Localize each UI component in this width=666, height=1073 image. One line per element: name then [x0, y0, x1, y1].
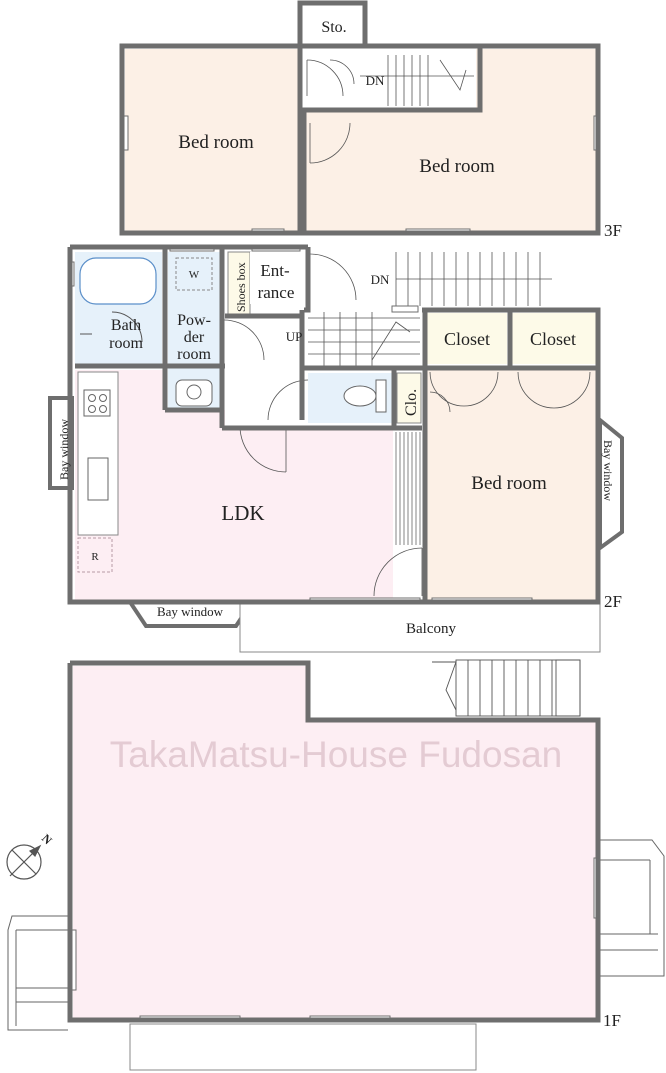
walls-1f	[67, 660, 601, 1023]
washer-mark: W	[189, 269, 200, 281]
stairs-2f-down	[395, 252, 552, 306]
bath-label-line1: Bath	[111, 317, 141, 334]
watermark: TakaMatsu-House Fudosan	[110, 734, 562, 775]
bedroom-west-3f	[125, 49, 301, 231]
entrance-label-line1: Ent-	[260, 261, 290, 280]
powder-label-line3: room	[177, 346, 211, 363]
clo-closet	[396, 372, 422, 424]
balcony	[239, 603, 601, 653]
floor-label-2f: 2F	[604, 592, 622, 611]
bedroom-west-label-3f: Bed room	[178, 132, 254, 153]
floor-label-1f: 1F	[603, 1011, 621, 1030]
bay-window-east-label: Bay window	[601, 440, 615, 501]
entrance-label-line2: rance	[258, 283, 295, 302]
stove-icon	[83, 389, 111, 417]
north-arrow-icon	[6, 844, 42, 880]
closet-west	[427, 313, 507, 364]
clo-label: Clo.	[403, 389, 420, 416]
storage-label-3f: Sto.	[321, 19, 346, 36]
balcony-label: Balcony	[406, 621, 456, 637]
ldk-room	[75, 370, 393, 600]
deck-west	[7, 915, 68, 1031]
fridge-mark: R	[91, 551, 99, 563]
stairs-2f-up	[308, 312, 420, 366]
toilet-icon	[343, 379, 387, 413]
bedroom-east-label-3f: Bed room	[419, 156, 495, 177]
outdoor-stairs-1f	[432, 659, 581, 717]
closet-east-label: Closet	[530, 329, 576, 349]
kitchen-counter	[77, 371, 119, 536]
bathtub	[79, 257, 157, 305]
closet-east	[512, 313, 598, 364]
north-letter: N	[39, 831, 55, 847]
closet-west-label: Closet	[444, 329, 490, 349]
storage-3f	[302, 3, 365, 46]
stairs-up-label-2f: UP	[286, 329, 303, 344]
stairs-3f	[360, 55, 474, 106]
bay-window-south-label: Bay window	[157, 604, 224, 619]
first-floor-space	[73, 666, 596, 1018]
terrace-south	[129, 1023, 477, 1071]
fridge-space	[77, 537, 113, 573]
bedroom-2f	[427, 368, 598, 600]
floor-3f: Sto. DN Bed room Bed room 3F	[119, 0, 622, 240]
powder-label-line2: der	[184, 329, 205, 346]
washer-space	[175, 257, 213, 291]
powder-label-line1: Pow-	[177, 312, 211, 329]
bay-window-west-label: Bay window	[57, 419, 71, 480]
bath-label-line2: room	[109, 335, 143, 352]
deck-east	[600, 839, 665, 977]
step-lines-ldk	[395, 432, 421, 545]
floor-2f: R W	[48, 244, 624, 653]
stairs-down-label-3f: DN	[366, 73, 385, 88]
ldk-label: LDK	[221, 501, 264, 525]
shoes-box-label: Shoes box	[234, 262, 248, 312]
floor-label-3f: 3F	[604, 221, 622, 240]
stairs-down-label-2f: DN	[371, 272, 390, 287]
sink-icon	[87, 457, 109, 501]
wash-basin	[175, 379, 213, 407]
bedroom-label-2f: Bed room	[471, 473, 547, 494]
floor-1f: N TakaMatsu-House Fudosan 1F	[6, 659, 665, 1071]
